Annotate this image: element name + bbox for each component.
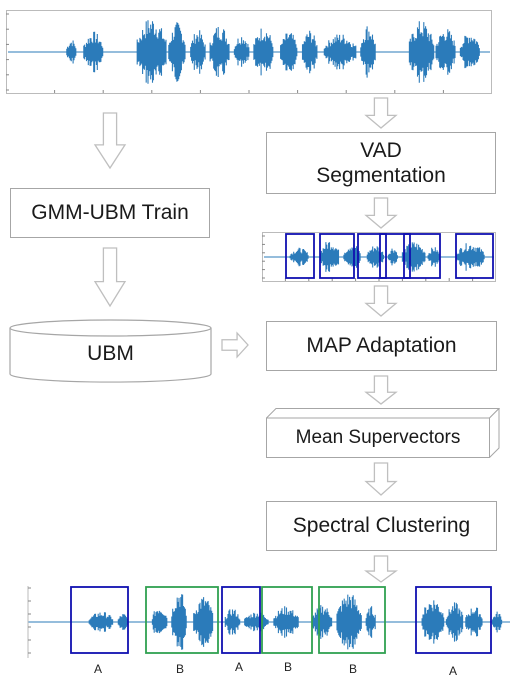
waveform-burst (421, 600, 445, 644)
vad-label: VAD (360, 138, 402, 162)
waveform-burst (336, 594, 362, 650)
ubm-label: UBM (87, 342, 134, 365)
segmentation-label: Segmentation (316, 164, 446, 187)
waveform-burst (445, 602, 464, 642)
speaker-segment-box (145, 586, 219, 654)
vad-segment-box (455, 233, 494, 279)
waveform-burst (435, 29, 456, 75)
waveform-burst (66, 40, 77, 64)
down-arrow (364, 555, 398, 583)
waveform-burst (459, 35, 480, 69)
gmm-ubm-train-label: GMM-UBM Train (31, 201, 189, 225)
waveform-burst (117, 614, 128, 630)
mean-supervectors-box: Mean Supervectors (266, 408, 500, 458)
waveform-burst (365, 606, 376, 638)
waveform-burst (151, 610, 168, 634)
waveform-burst (280, 33, 298, 71)
vad-segmented-waveform (262, 232, 496, 282)
vad-segment-box (285, 233, 315, 279)
speaker-segment-box (261, 586, 313, 654)
waveform-burst (289, 247, 309, 267)
speaker-segment-box (70, 586, 129, 654)
waveform-burst (244, 612, 269, 632)
down-arrow (93, 247, 127, 308)
waveform-burst (190, 30, 206, 74)
speaker-label: B (175, 662, 184, 676)
down-arrow (364, 285, 398, 317)
vad-segmentation-box: VAD Segmentation (266, 132, 496, 194)
waveform-burst (323, 34, 357, 70)
waveform-burst (168, 22, 186, 82)
ubm-cylinder: UBM (8, 318, 213, 384)
map-adaptation-label: MAP Adaptation (306, 334, 457, 358)
waveform-burst (312, 605, 333, 639)
waveform-burst (492, 611, 503, 633)
input-waveform (6, 10, 492, 94)
speaker-label: B (348, 662, 357, 676)
speaker-label: A (448, 664, 457, 678)
speaker-segment-box (221, 586, 261, 654)
waveform-burst (253, 28, 274, 76)
waveform-burst (233, 37, 250, 67)
waveform-burst (387, 248, 398, 266)
waveform-burst (83, 31, 104, 73)
map-adaptation-box: MAP Adaptation (266, 321, 497, 371)
down-arrow (364, 197, 398, 229)
down-arrow (364, 462, 398, 496)
waveform-burst (193, 597, 214, 647)
vad-segment-box (403, 233, 441, 279)
down-arrow (364, 375, 398, 405)
down-arrow (93, 112, 127, 170)
vad-segment-box (319, 233, 355, 279)
vad-segment-box (357, 233, 387, 279)
speaker-label: A (93, 662, 102, 676)
vad-segment-box (379, 233, 411, 279)
waveform-burst (224, 609, 241, 635)
speaker-label: B (283, 660, 292, 674)
waveform-burst (301, 30, 318, 74)
spectral-clustering-label: Spectral Clustering (292, 514, 471, 538)
speaker-label: A (234, 660, 243, 674)
waveform-burst (171, 594, 187, 650)
waveform-burst (427, 247, 440, 267)
waveform-burst (88, 612, 114, 632)
gmm-ubm-train-box: GMM-UBM Train (10, 188, 210, 238)
waveform-burst (136, 20, 167, 84)
spectral-clustering-box: Spectral Clustering (266, 501, 497, 551)
right-arrow (221, 331, 249, 359)
waveform-burst (360, 26, 376, 78)
waveform-burst (408, 21, 435, 83)
waveform-burst (465, 607, 483, 637)
speaker-segment-box (318, 586, 386, 654)
diarized-waveform (26, 582, 512, 662)
down-arrow (364, 97, 398, 129)
waveform-burst (273, 606, 299, 638)
mean-supervectors-label: Mean Supervectors (295, 427, 461, 448)
waveform-burst (209, 27, 230, 77)
speaker-segment-box (415, 586, 492, 654)
